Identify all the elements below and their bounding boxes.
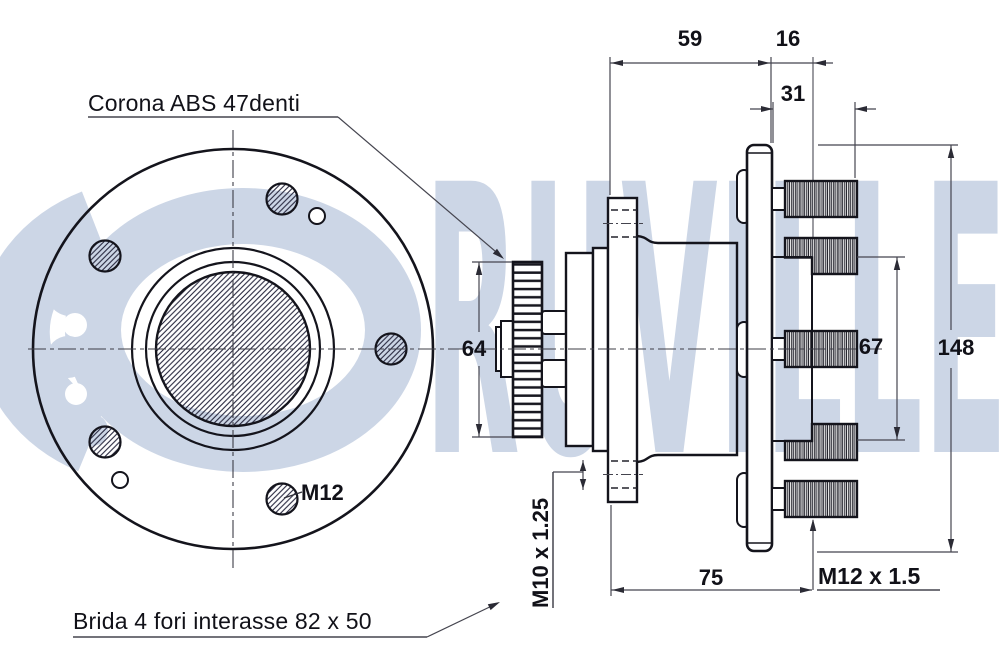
dim-67-label: 67 xyxy=(858,334,884,359)
small-hole-bottom xyxy=(111,471,129,489)
thread-m12-label: M12 x 1.5 xyxy=(818,563,921,589)
m12-leader xyxy=(283,491,303,499)
dim-16-label: 16 xyxy=(775,26,801,51)
wheel-flange xyxy=(745,143,774,553)
bolt-holes xyxy=(88,182,408,516)
dim-64-label: 64 xyxy=(461,336,487,361)
flange-callout: Brida 4 fori interasse 82 x 50 xyxy=(73,608,372,634)
dimensions xyxy=(73,57,958,638)
mounting-plate xyxy=(606,196,639,504)
dimension-arrows xyxy=(475,60,955,611)
lug-upper xyxy=(541,310,568,335)
bolt-hole-thread-label: M12 xyxy=(301,480,344,505)
thread-m10-label: M10 x 1.25 xyxy=(528,497,553,608)
small-hole-top xyxy=(308,207,326,225)
dim-75-label: 75 xyxy=(698,565,724,590)
dim-59-label: 59 xyxy=(677,26,703,51)
lug-lower xyxy=(541,359,568,388)
dim-148-label: 148 xyxy=(937,335,975,360)
dim-31-label: 31 xyxy=(780,81,806,106)
abs-ring-callout: Corona ABS 47denti xyxy=(88,90,301,116)
center-lines xyxy=(28,130,882,572)
